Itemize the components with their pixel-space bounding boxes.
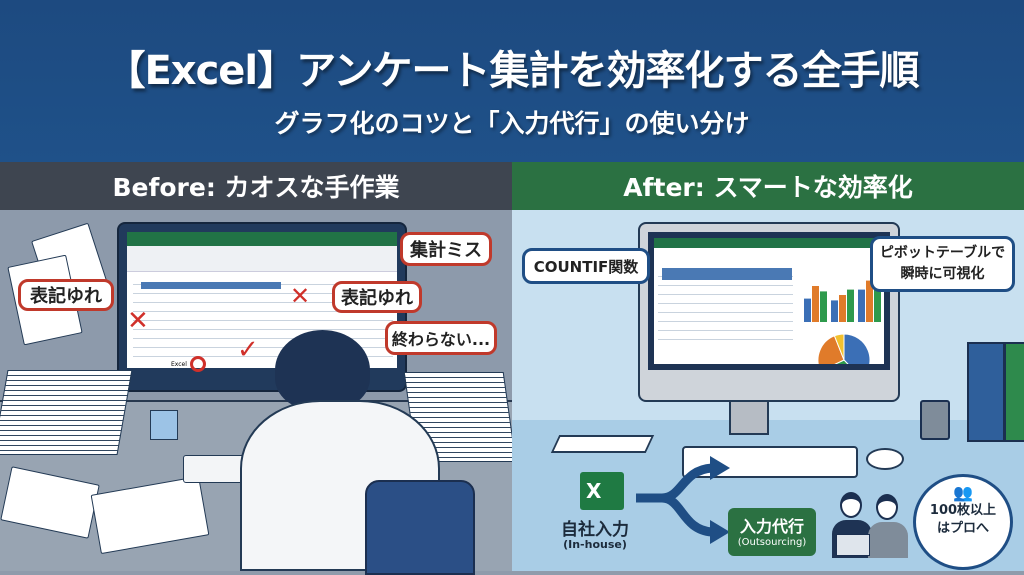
- page-title: 【Excel】アンケート集計を効率化する全手順: [105, 48, 919, 94]
- cross-mark-icon: ✕: [127, 306, 149, 336]
- paper-stack: [0, 370, 133, 455]
- bar: [812, 286, 819, 322]
- excel-ribbon: [654, 238, 884, 248]
- after-monitor: [638, 222, 900, 402]
- bar: [847, 289, 854, 322]
- professionals-icon: [832, 492, 912, 558]
- bar: [820, 291, 827, 322]
- pro-text-line1: 100枚以上: [929, 503, 997, 518]
- pen-holder: [920, 400, 950, 440]
- binder-green: [1004, 342, 1024, 442]
- outsourcing-sub-label: (Outsourcing): [737, 537, 807, 548]
- pie-chart: [817, 333, 871, 364]
- bar: [874, 273, 881, 322]
- outsourcing-badge: 入力代行 (Outsourcing): [728, 508, 816, 556]
- check-mark-icon: ✓: [237, 335, 259, 365]
- frustrated-person-head: [275, 330, 370, 410]
- speech-bubble-countif: COUNTIF関数: [522, 248, 650, 284]
- pro-text-line2: はプロへ: [936, 521, 989, 536]
- bar: [804, 298, 811, 322]
- bar: [839, 295, 846, 322]
- sheet-tab: Excel: [167, 361, 191, 368]
- branch-arrow-icon: [636, 456, 730, 544]
- excel-icon: X: [580, 472, 624, 510]
- after-heading: After: スマートな効率化: [512, 162, 1024, 210]
- outsourcing-label: 入力代行: [739, 517, 804, 536]
- excel-ribbon: [127, 232, 397, 246]
- speech-bubble-aggregation-error: 集計ミス: [400, 232, 492, 266]
- pivot-text-line2: 瞬時に可視化: [900, 266, 985, 282]
- thought-bubble-never-ending: 終わらない...: [385, 321, 497, 355]
- cross-mark-icon: ✕: [290, 282, 311, 310]
- bar: [858, 289, 865, 322]
- office-chair: [365, 480, 475, 575]
- speech-bubble-notation-variance: 表記ゆれ: [18, 279, 114, 311]
- mouse: [866, 448, 904, 470]
- binder-blue: [967, 342, 1005, 442]
- pie-slice: [843, 333, 871, 364]
- pie-slice: [833, 333, 845, 361]
- circle-mark-icon: [190, 356, 206, 372]
- pivot-text-line1: ピボットテーブルで: [879, 245, 1006, 261]
- sticky-note: [150, 410, 178, 440]
- pie-slice: [817, 335, 845, 364]
- page-subtitle: グラフ化のコツと「入力代行」の使い分け: [274, 109, 750, 138]
- speech-bubble-pro: 👥 100枚以上 はプロへ: [913, 474, 1013, 570]
- bar: [866, 280, 873, 322]
- inhouse-sub-label: (In-house): [563, 538, 627, 551]
- header-banner: [0, 0, 1024, 162]
- group-icon: 👥: [953, 483, 973, 502]
- inhouse-label: 自社入力: [561, 520, 629, 540]
- bar-chart: [804, 273, 881, 322]
- before-heading: Before: カオスな手作業: [0, 162, 512, 210]
- speech-bubble-notation-variance: 表記ゆれ: [332, 281, 422, 313]
- speech-bubble-pivot: ピボットテーブルで 瞬時に可視化: [870, 236, 1015, 292]
- organized-spreadsheet: [648, 232, 890, 370]
- bar: [831, 300, 838, 322]
